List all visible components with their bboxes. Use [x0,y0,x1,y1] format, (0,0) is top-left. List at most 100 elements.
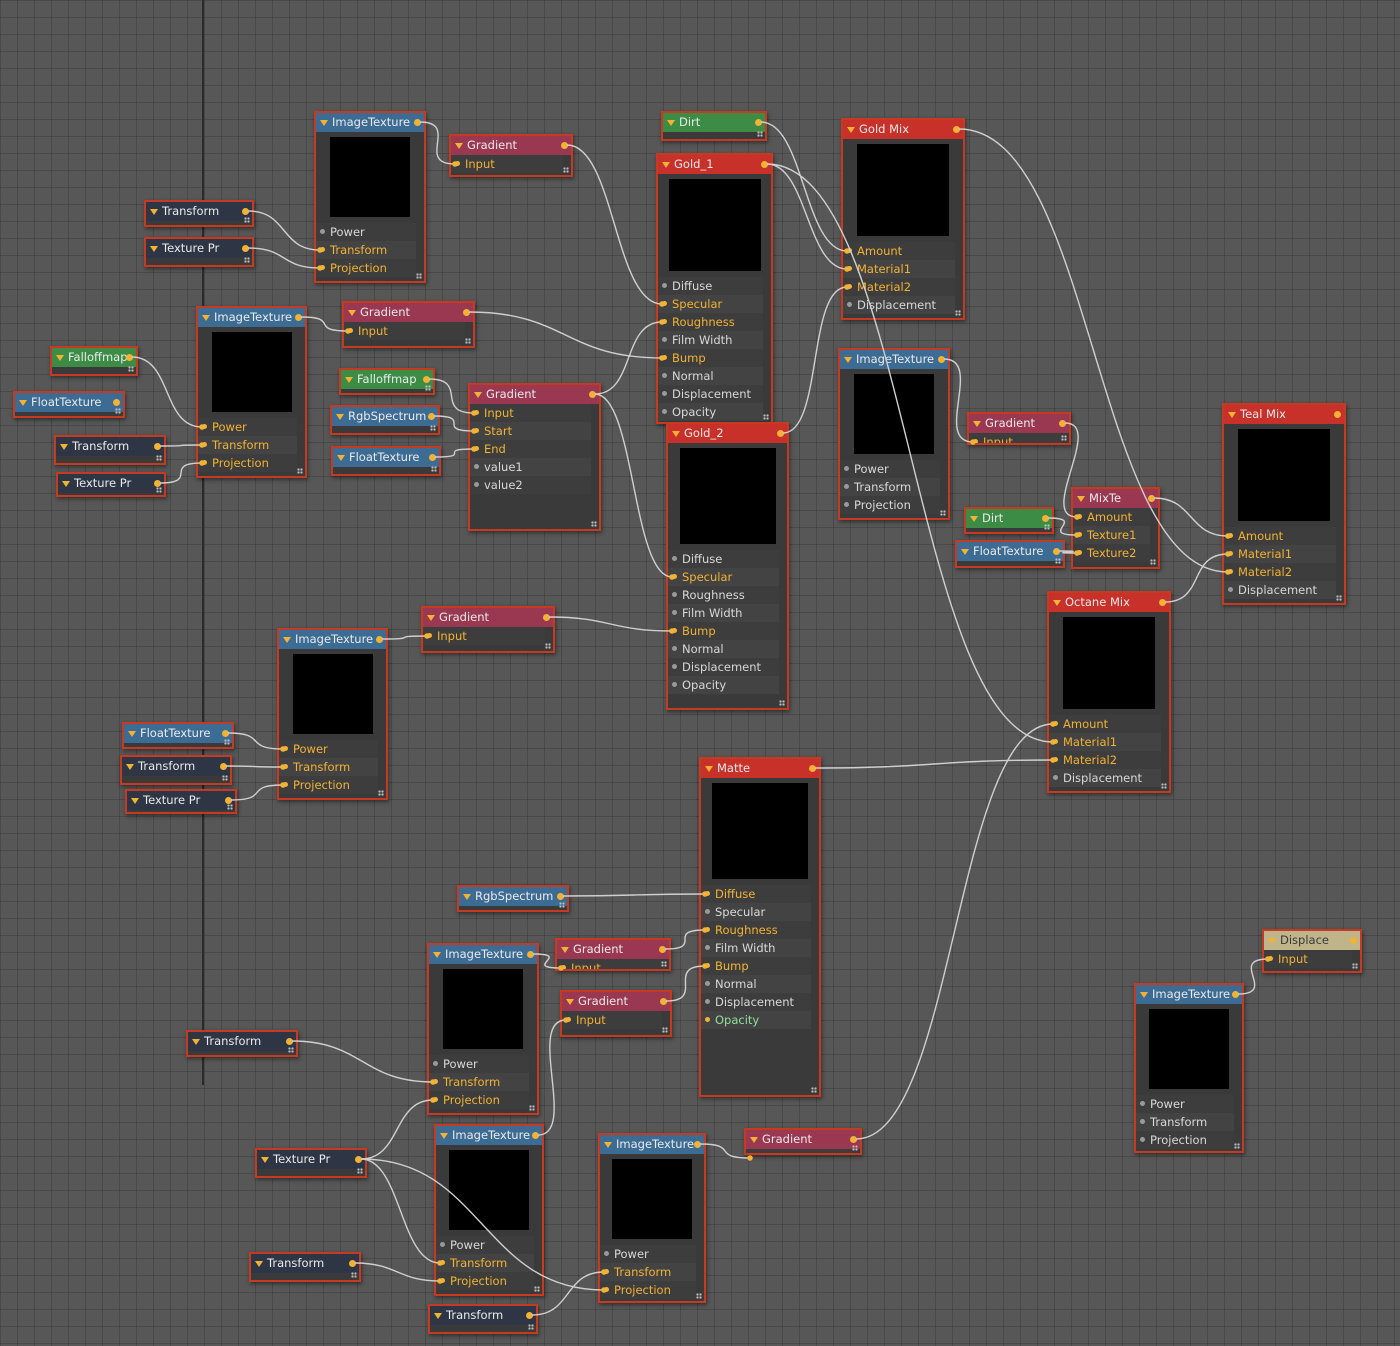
resize-grip-icon[interactable] [940,510,946,516]
resize-grip-icon[interactable] [115,408,121,414]
node-title[interactable]: Falloffmap [341,370,433,389]
node-title[interactable]: Gold Mix [843,120,963,139]
input-port-opacity[interactable]: Opacity [668,676,779,694]
resize-grip-icon[interactable] [128,366,134,372]
input-port-material2[interactable]: Material2 [843,278,955,296]
node-texpr-a[interactable]: Texture Pr [144,237,254,267]
resize-grip-icon[interactable] [1044,524,1050,530]
input-port-bump[interactable]: Bump [668,622,779,640]
resize-grip-icon[interactable] [1150,559,1156,565]
resize-grip-icon[interactable] [425,385,431,391]
input-port-roughness[interactable]: Roughness [701,921,811,939]
resize-grip-icon[interactable] [297,468,303,474]
output-port[interactable] [295,314,302,321]
input-port-transform[interactable]: Transform [1136,1113,1234,1131]
output-port[interactable] [349,1260,356,1267]
input-port-projection[interactable]: Projection [316,259,416,277]
resize-grip-icon[interactable] [156,487,162,493]
node-title[interactable]: Transform [146,202,252,221]
input-port-end[interactable]: End [470,440,591,458]
input-port-power[interactable]: Power [198,418,297,436]
node-title[interactable]: Texture Pr [127,791,235,810]
resize-grip-icon[interactable] [1352,963,1358,969]
input-port-power[interactable]: Power [840,460,940,478]
resize-grip-icon[interactable] [591,521,597,527]
node-title[interactable]: Transform [430,1306,536,1325]
node-title[interactable]: ImageTexture [198,308,305,327]
output-port[interactable] [589,391,596,398]
node-title[interactable]: Falloffmap [52,348,136,367]
node-texpr-c[interactable]: Texture Pr [125,789,237,814]
resize-grip-icon[interactable] [1336,595,1342,601]
node-title[interactable]: Texture Pr [257,1150,365,1169]
input-port-transform[interactable]: Transform [600,1263,696,1281]
input-port-projection[interactable]: Projection [1136,1131,1234,1149]
input-port-opacity[interactable]: Opacity [701,1011,811,1029]
input-port-input[interactable]: Input [470,404,591,422]
input-port-roughness[interactable]: Roughness [658,313,763,331]
output-port[interactable] [809,765,816,772]
node-transform-d[interactable]: Transform [186,1030,298,1057]
input-port-transform[interactable]: Transform [279,758,378,776]
input-port-transform[interactable]: Transform [429,1073,529,1091]
input-port-projection[interactable]: Projection [600,1281,696,1299]
node-title[interactable]: RgbSpectrum [332,407,438,426]
input-port-value1[interactable]: value1 [470,458,591,476]
input-port-material2[interactable]: Material2 [1224,563,1336,581]
output-port[interactable] [1059,420,1066,427]
node-title[interactable]: MixTe [1073,489,1158,508]
node-title[interactable]: Gradient [557,940,669,959]
input-port-film-width[interactable]: Film Width [668,604,779,622]
input-port-input[interactable]: Input [344,322,465,340]
resize-grip-icon[interactable] [222,775,228,781]
input-port-input[interactable]: Input [1264,950,1352,968]
input-port-normal[interactable]: Normal [701,975,811,993]
output-port[interactable] [526,1312,533,1319]
node-title[interactable]: Gradient [423,608,553,627]
input-port-power[interactable]: Power [316,223,416,241]
node-texpr-d[interactable]: Texture Pr [255,1148,367,1178]
resize-grip-icon[interactable] [534,1286,540,1292]
node-falloff-a[interactable]: Falloffmap [50,346,138,376]
resize-grip-icon[interactable] [1161,783,1167,789]
input-port-material1[interactable]: Material1 [1224,545,1336,563]
input-port-normal[interactable]: Normal [658,367,763,385]
input-port-power[interactable]: Power [1136,1095,1234,1113]
output-port[interactable] [938,356,945,363]
input-port-transform[interactable]: Transform [436,1254,534,1272]
input-port-amount[interactable]: Amount [1049,715,1161,733]
node-title[interactable]: FloatTexture [15,393,123,412]
output-port[interactable] [225,797,232,804]
output-port[interactable] [428,413,435,420]
node-rgb-a[interactable]: RgbSpectrum [330,405,440,435]
input-port-power[interactable]: Power [436,1236,534,1254]
output-port[interactable] [126,354,133,361]
node-transform-c[interactable]: Transform [120,755,232,785]
resize-grip-icon[interactable] [357,1168,363,1174]
input-port-power[interactable]: Power [429,1055,529,1073]
node-transform-e[interactable]: Transform [249,1252,361,1282]
input-port-bump[interactable]: Bump [701,957,811,975]
node-title[interactable]: ImageTexture [1136,985,1242,1004]
output-port[interactable] [755,119,762,126]
output-port[interactable] [1159,599,1166,606]
node-title[interactable]: Displace [1264,931,1360,950]
output-port[interactable] [154,443,161,450]
node-transform-a[interactable]: Transform [144,200,254,227]
input-port-projection[interactable]: Projection [279,776,378,794]
output-port[interactable] [527,951,534,958]
resize-grip-icon[interactable] [156,455,162,461]
output-port[interactable] [154,480,161,487]
resize-grip-icon[interactable] [244,257,250,263]
input-port-displacement[interactable]: Displacement [1049,769,1161,787]
output-port[interactable] [1232,991,1239,998]
